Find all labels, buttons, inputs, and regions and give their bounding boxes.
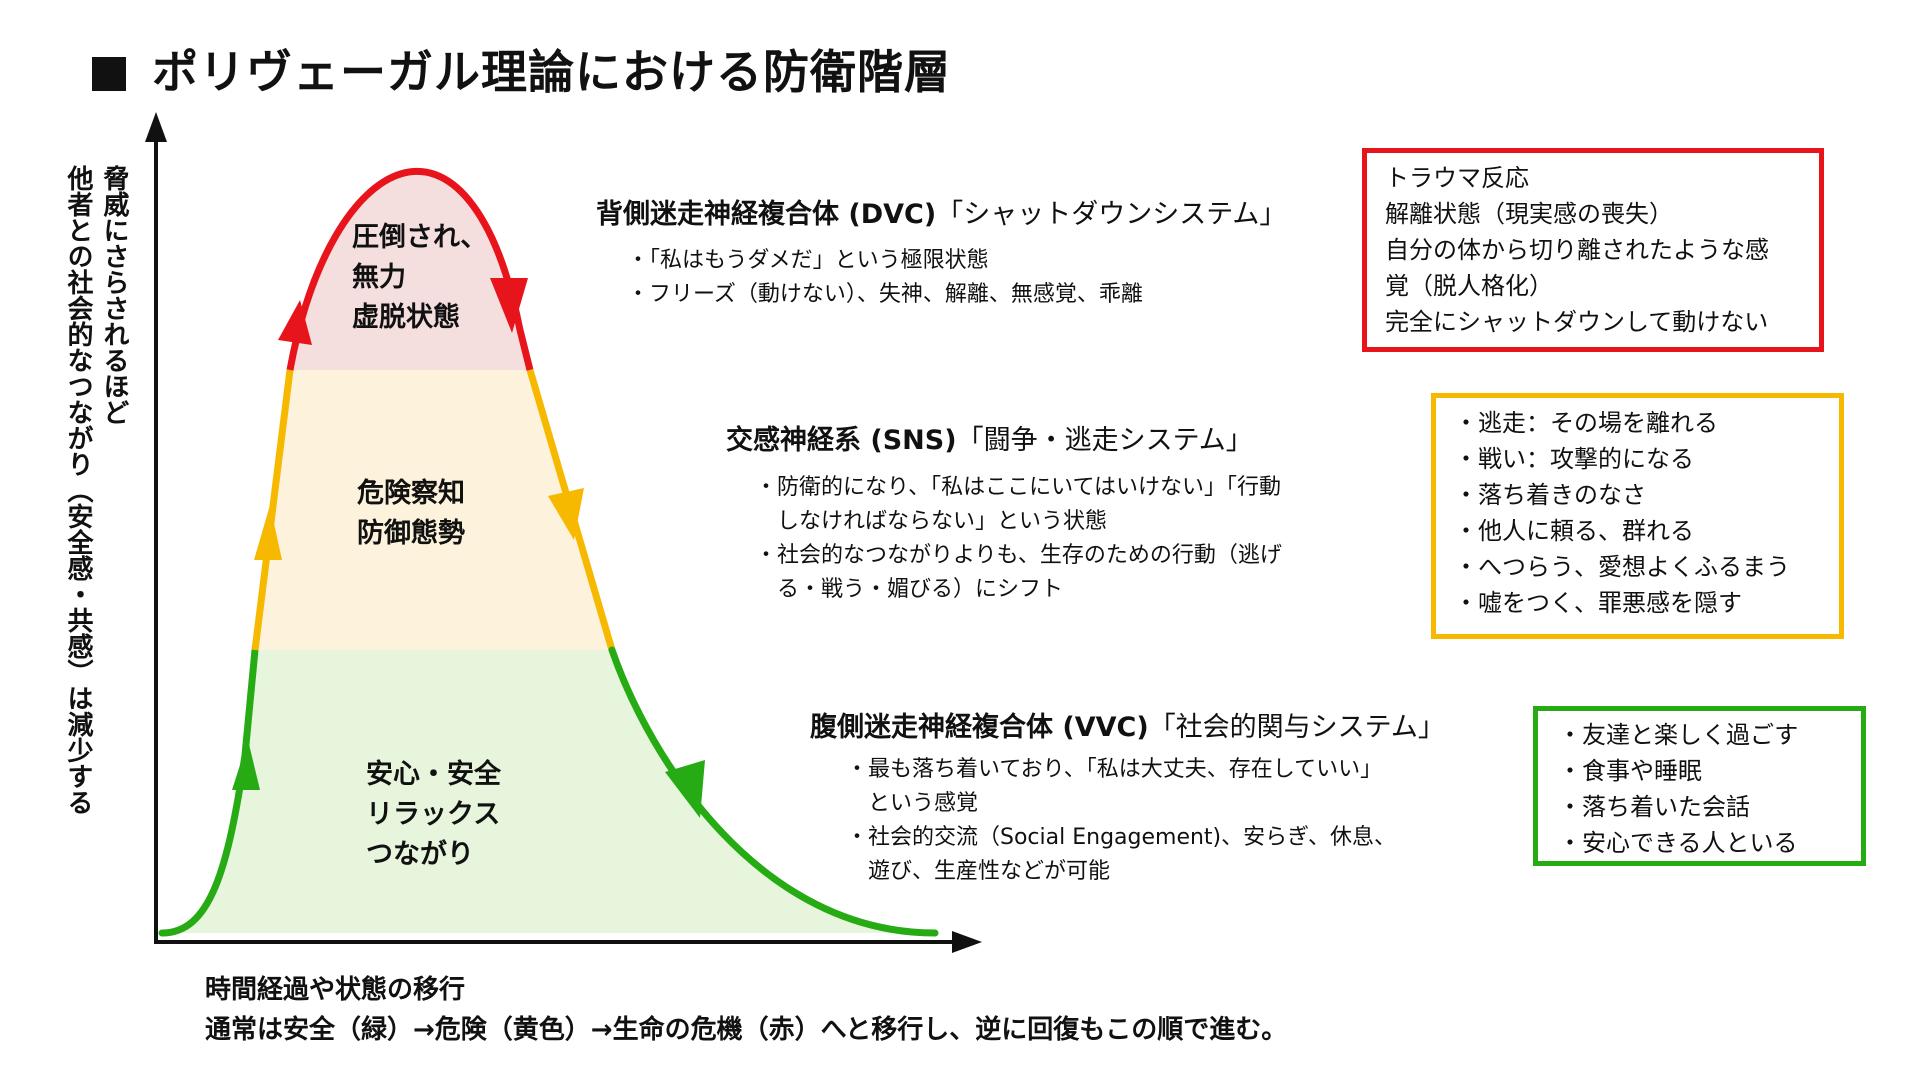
green-falling-curve xyxy=(608,646,939,937)
vvc-title: 腹側迷走神経複合体 (VVC)「社会的関与システム」 xyxy=(810,705,1445,744)
red-box-line: 完全にシャットダウンして動けない xyxy=(1385,308,1769,336)
x-axis-label-line2: 通常は安全（緑）→危険（黄色）→生命の危機（赤）へと移行し、逆に回復もこの順で進… xyxy=(205,1015,1288,1045)
yellow-box-line: ・逃走：その場を離れる xyxy=(1454,409,1718,437)
y-axis-label: 脅威にさらされるほど 他者との社会的なつながり（安全感・共感）は減少する xyxy=(60,165,132,815)
sns-title-quote: 「闘争・逃走システム」 xyxy=(956,425,1253,456)
yellow-rising-curve xyxy=(251,369,294,651)
yellow-box-line: ・へつらう、愛想よくふるまう xyxy=(1454,553,1790,581)
red-box-line: 自分の体から切り離されたような感 xyxy=(1385,236,1769,264)
yellow-zone-label: 危険察知 防御態勢 xyxy=(357,474,465,554)
x-axis-label-line1: 時間経過や状態の移行 xyxy=(205,975,466,1005)
dvc-title-quote: 「シャットダウンシステム」 xyxy=(936,199,1287,230)
dvc-title-name: 背側迷走神経複合体 (DVC) xyxy=(596,199,937,230)
vvc-bullet: ・最も落ち着いており、「私は大丈夫、存在していい」 xyxy=(846,757,1383,782)
red-zone-line: 圧倒され、 xyxy=(352,222,488,253)
green-box-line: ・落ち着いた会話 xyxy=(1558,793,1750,821)
fight-flight-box: ・逃走：その場を離れる ・戦い：攻撃的になる ・落ち着きのなさ ・他人に頼る、群… xyxy=(1431,393,1844,639)
red-peak-curve xyxy=(286,168,534,371)
x-axis-arrow-icon xyxy=(952,931,982,953)
y-axis-label-line1: 脅威にさらされるほど xyxy=(99,165,129,425)
vvc-bullet: という感覚 xyxy=(846,791,979,816)
title-text: ポリヴェーガル理論における防衛階層 xyxy=(152,45,951,99)
yellow-up-arrow-icon xyxy=(254,505,282,560)
dvc-bullet: ・「私はもうダメだ」という極限状態 xyxy=(627,248,989,273)
green-down-arrow-icon xyxy=(665,760,705,818)
green-zone-line: リラックス xyxy=(366,799,501,830)
red-zone-line: 虚脱状態 xyxy=(352,302,460,333)
green-up-arrow-icon xyxy=(232,740,260,790)
green-zone-label: 安心・安全 リラックス つながり xyxy=(366,755,501,875)
yellow-box-line: ・他人に頼る、群れる xyxy=(1454,517,1694,545)
page-title: ポリヴェーガル理論における防衛階層 xyxy=(92,36,951,102)
sns-bullet: ・防衛的になり、「私はここにいてはいけない」「行動 xyxy=(755,475,1282,500)
green-box-line: ・食事や睡眠 xyxy=(1558,757,1702,785)
green-zone-line: つながり xyxy=(366,839,474,870)
red-zone-label: 圧倒され、 無力 虚脱状態 xyxy=(352,218,487,338)
sns-bullet: ・社会的なつながりよりも、生存のための行動（逃げ xyxy=(755,543,1282,568)
vvc-bullet: 遊び、生産性などが可能 xyxy=(846,859,1111,884)
dvc-bullet: ・フリーズ（動けない）、失神、解離、無感覚、乖離 xyxy=(627,282,1143,307)
x-axis-label: 時間経過や状態の移行 通常は安全（緑）→危険（黄色）→生命の危機（赤）へと移行し… xyxy=(205,970,1287,1050)
dvc-title: 背側迷走神経複合体 (DVC)「シャットダウンシステム」 xyxy=(596,192,1286,231)
green-box-line: ・安心できる人といる xyxy=(1558,829,1798,857)
red-zone-line: 無力 xyxy=(352,262,406,293)
green-zone-line: 安心・安全 xyxy=(366,759,501,790)
sns-bullet: る・戦う・媚びる）にシフト xyxy=(755,577,1064,602)
square-bullet-icon xyxy=(92,57,126,91)
sns-title-name: 交感神経系 (SNS) xyxy=(726,425,957,456)
vvc-bullet: ・社会的交流（Social Engagement)、安らぎ、休息、 xyxy=(846,825,1397,850)
red-box-line: トラウマ反応 xyxy=(1385,164,1529,192)
yellow-box-line: ・戦い：攻撃的になる xyxy=(1454,445,1694,473)
vvc-title-name: 腹側迷走神経複合体 (VVC) xyxy=(810,712,1149,743)
yellow-box-line: ・落ち着きのなさ xyxy=(1454,481,1646,509)
red-box-line: 覚（脱人格化） xyxy=(1385,272,1553,300)
social-engagement-box: ・友達と楽しく過ごす ・食事や睡眠 ・落ち着いた会話 ・安心できる人といる xyxy=(1533,706,1866,866)
yellow-zone-line: 危険察知 xyxy=(357,478,465,509)
green-box-line: ・友達と楽しく過ごす xyxy=(1558,721,1799,749)
sns-bullet: しなければならない」という状態 xyxy=(755,509,1108,534)
vvc-title-quote: 「社会的関与システム」 xyxy=(1148,712,1445,743)
red-box-line: 解離状態（現実感の喪失） xyxy=(1385,200,1673,228)
trauma-response-box: トラウマ反応 解離状態（現実感の喪失） 自分の体から切り離されたような感 覚（脱… xyxy=(1362,148,1824,352)
yellow-box-line: ・嘘をつく、罪悪感を隠す xyxy=(1454,589,1742,617)
y-axis-label-line2: 他者との社会的なつながり（安全感・共感）は減少する xyxy=(63,165,93,815)
red-up-arrow-icon xyxy=(278,300,312,345)
yellow-down-arrow-icon xyxy=(548,488,584,540)
yellow-zone-line: 防御態勢 xyxy=(357,518,465,549)
red-down-arrow-icon xyxy=(490,278,528,333)
vvc-bullets: ・最も落ち着いており、「私は大丈夫、存在していい」 という感覚 ・社会的交流（S… xyxy=(846,753,1396,889)
dvc-bullets: ・「私はもうダメだ」という極限状態 ・フリーズ（動けない）、失神、解離、無感覚、… xyxy=(627,244,1143,312)
red-zone-fill xyxy=(162,171,935,370)
sns-title: 交感神経系 (SNS)「闘争・逃走システム」 xyxy=(726,418,1253,457)
y-axis-arrow-icon xyxy=(145,112,167,142)
sns-bullets: ・防衛的になり、「私はここにいてはいけない」「行動 しなければならない」という状… xyxy=(755,471,1282,607)
